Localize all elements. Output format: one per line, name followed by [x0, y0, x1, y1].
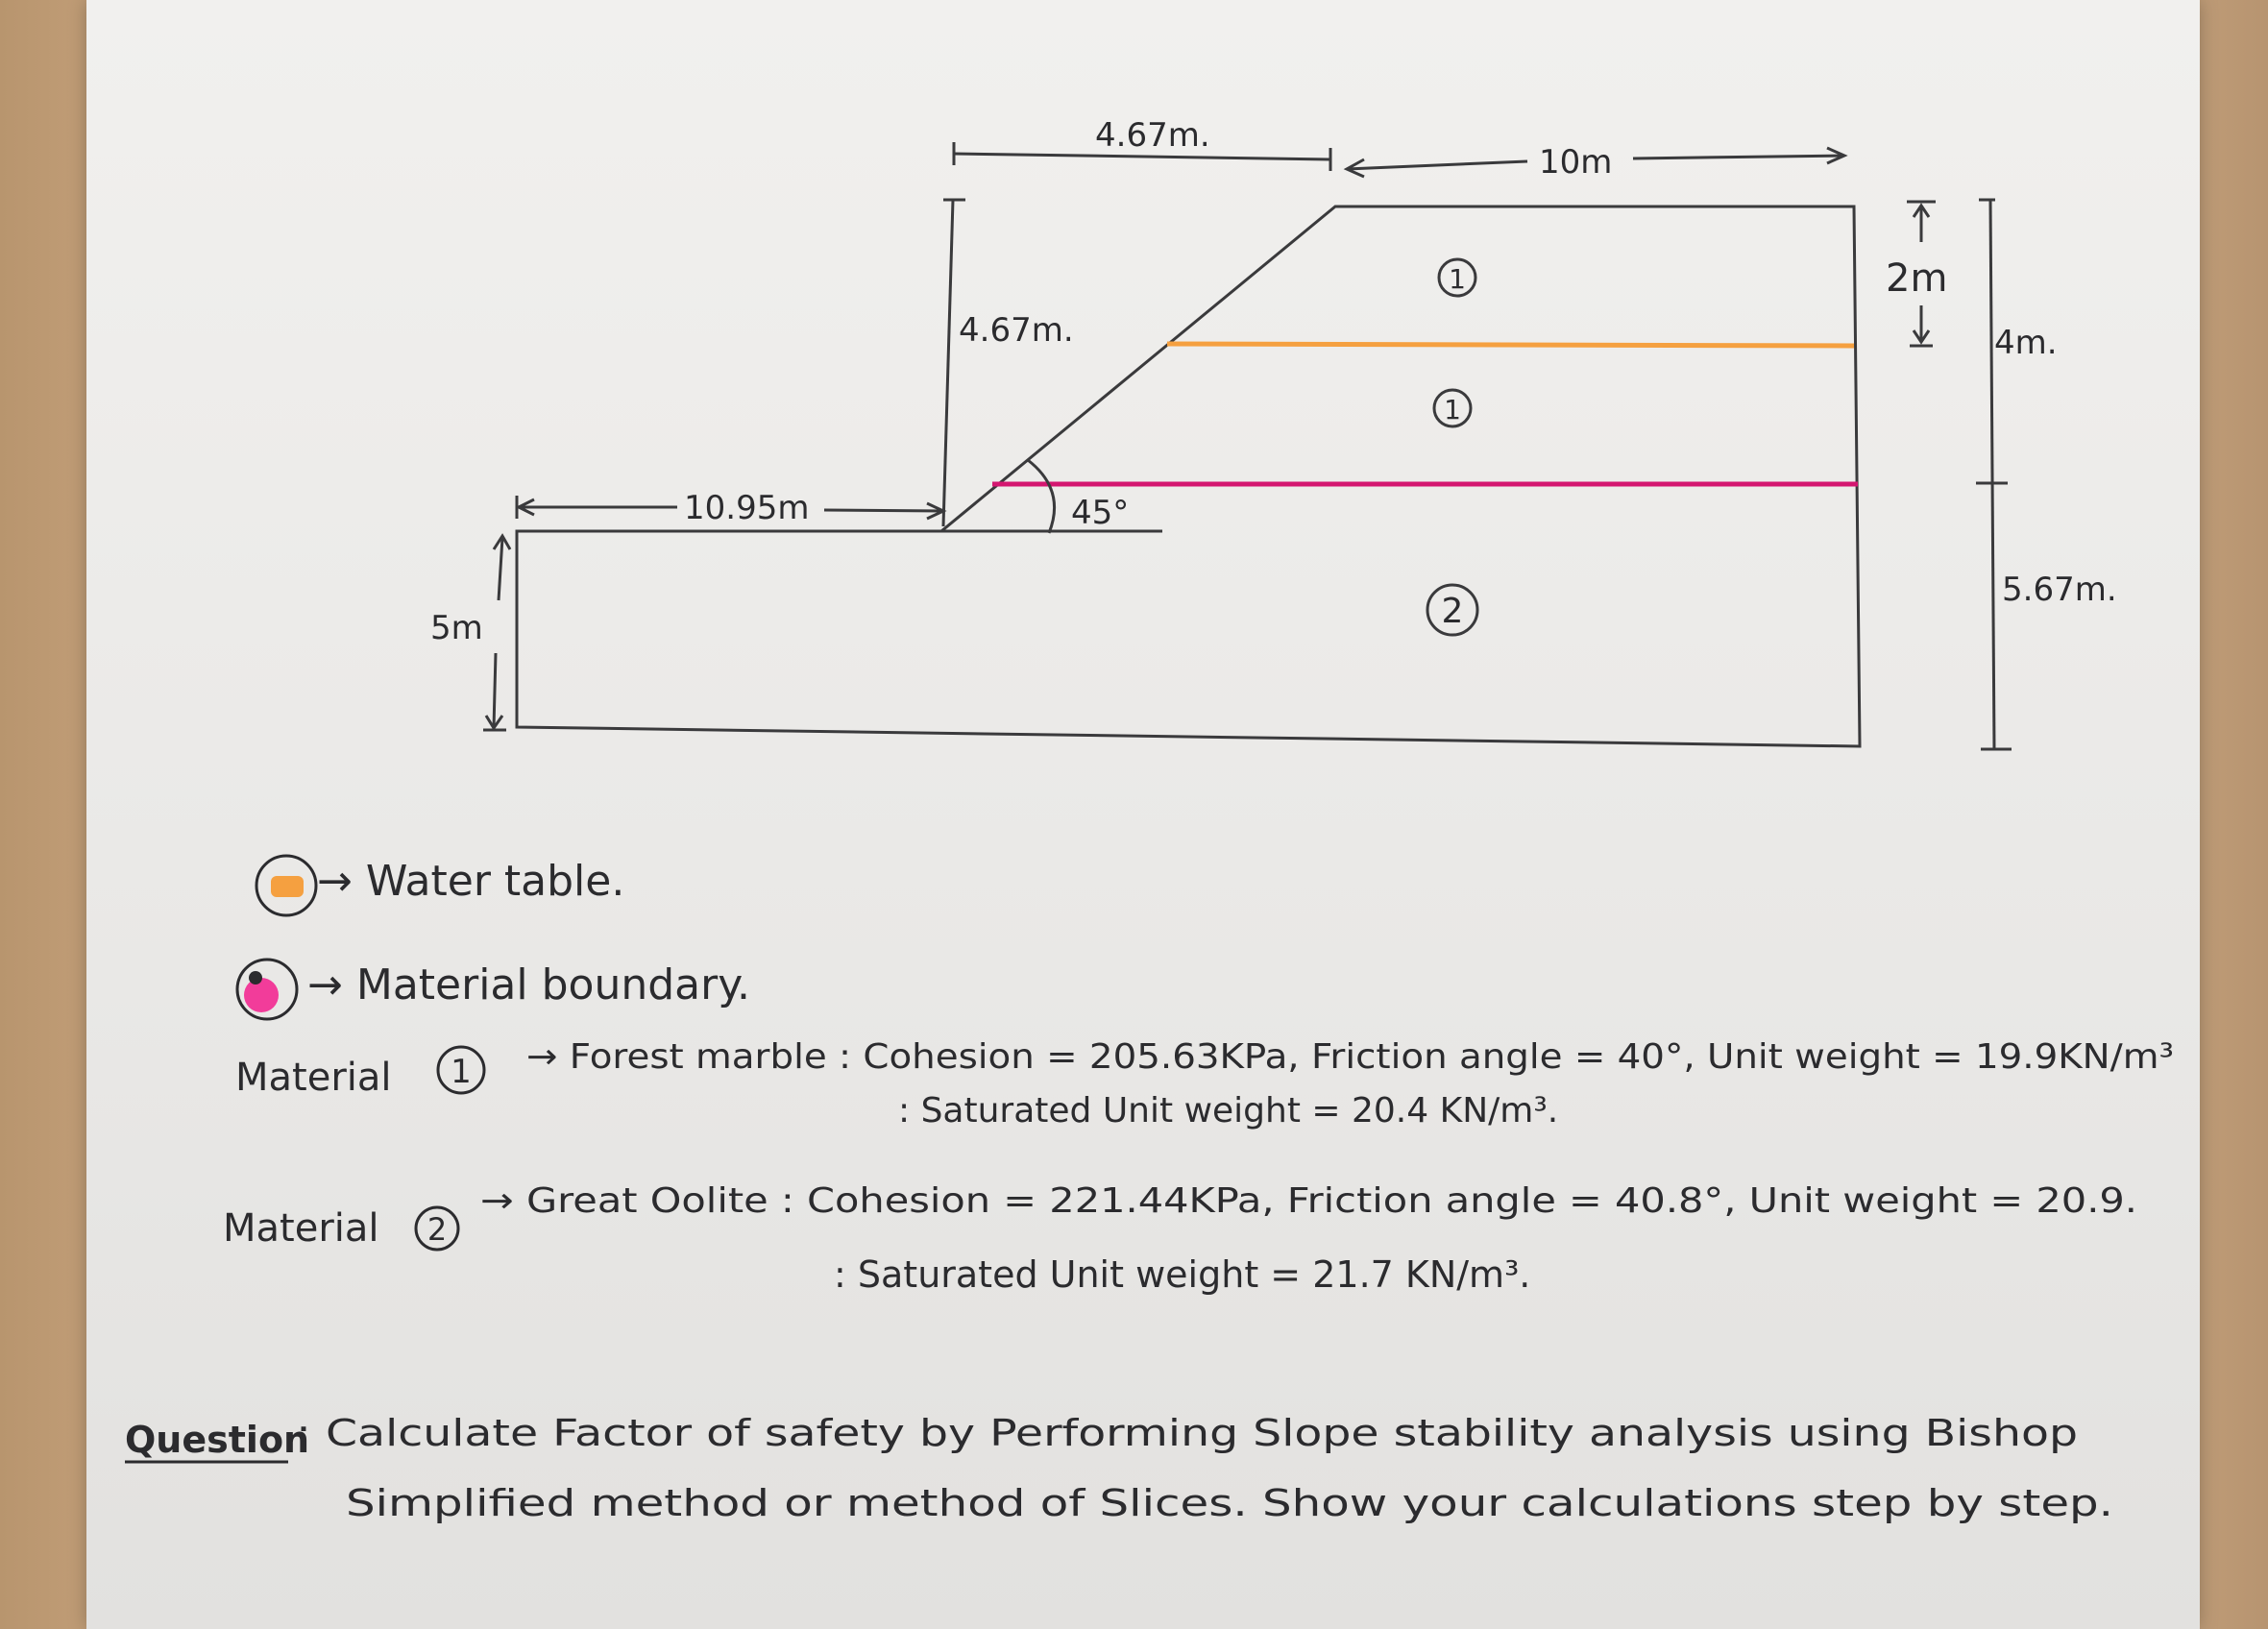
angle-label: 45°	[1071, 494, 1129, 532]
dim-top-horizontal	[952, 142, 1332, 171]
dim-right-567-label: 5.67m.	[2002, 571, 2117, 609]
dim-left-5m	[483, 533, 512, 732]
zone-label-top: 1	[1449, 263, 1466, 295]
dim-left-base-label: 10.95m	[684, 489, 809, 527]
material1-line2: : Saturated Unit weight = 20.4 KN/m³.	[898, 1091, 1558, 1131]
material2-num: 2	[427, 1211, 447, 1248]
dim-right-4m-label: 4m.	[1994, 324, 2058, 362]
dim-vertical-slope-label: 4.67m.	[959, 311, 1074, 350]
legend-water-label: → Water table.	[317, 857, 624, 906]
material1-line1: → Forest marble : Cohesion = 205.63KPa, …	[526, 1037, 2174, 1077]
zone-label-middle: 1	[1444, 394, 1461, 425]
legend-boundary-icon	[235, 958, 299, 1021]
dim-vertical-slope	[941, 198, 965, 527]
material2-line2: : Saturated Unit weight = 21.7 KN/m³.	[834, 1253, 1530, 1296]
zone-circles	[1426, 257, 1479, 637]
material2-num-circle	[414, 1205, 460, 1252]
dim-right-total	[1976, 198, 2012, 751]
question-line2: Simplified method or method of Slices. S…	[346, 1482, 2113, 1524]
slope-outline	[515, 205, 1862, 748]
dim-top-right-label: 10m	[1539, 143, 1612, 182]
legend-boundary-label: → Material boundary.	[307, 960, 750, 1009]
material1-num-circle	[436, 1045, 486, 1095]
material2-line1: → Great Oolite : Cohesion = 221.44KPa, F…	[480, 1181, 2137, 1221]
question-line1: : Calculate Factor of safety by Performi…	[296, 1412, 2078, 1454]
dim-top-right	[1343, 146, 1848, 179]
dim-left-base	[515, 496, 947, 521]
dim-left-5m-label: 5m	[430, 609, 483, 647]
material1-num: 1	[451, 1053, 472, 1091]
dim-right-2m-label: 2m	[1886, 256, 1947, 301]
zone-label-bottom: 2	[1442, 592, 1464, 631]
material1-prefix: Material	[235, 1056, 392, 1100]
material2-prefix: Material	[223, 1206, 379, 1251]
dim-right-2m	[1907, 200, 1936, 348]
dim-top-horizontal-label: 4.67m.	[1095, 116, 1210, 155]
water-table-line	[1166, 341, 1855, 349]
legend-water-icon	[255, 854, 318, 917]
question-label: Question	[125, 1419, 309, 1461]
paper-sheet	[86, 0, 2200, 1629]
angle-arc	[1027, 458, 1057, 534]
